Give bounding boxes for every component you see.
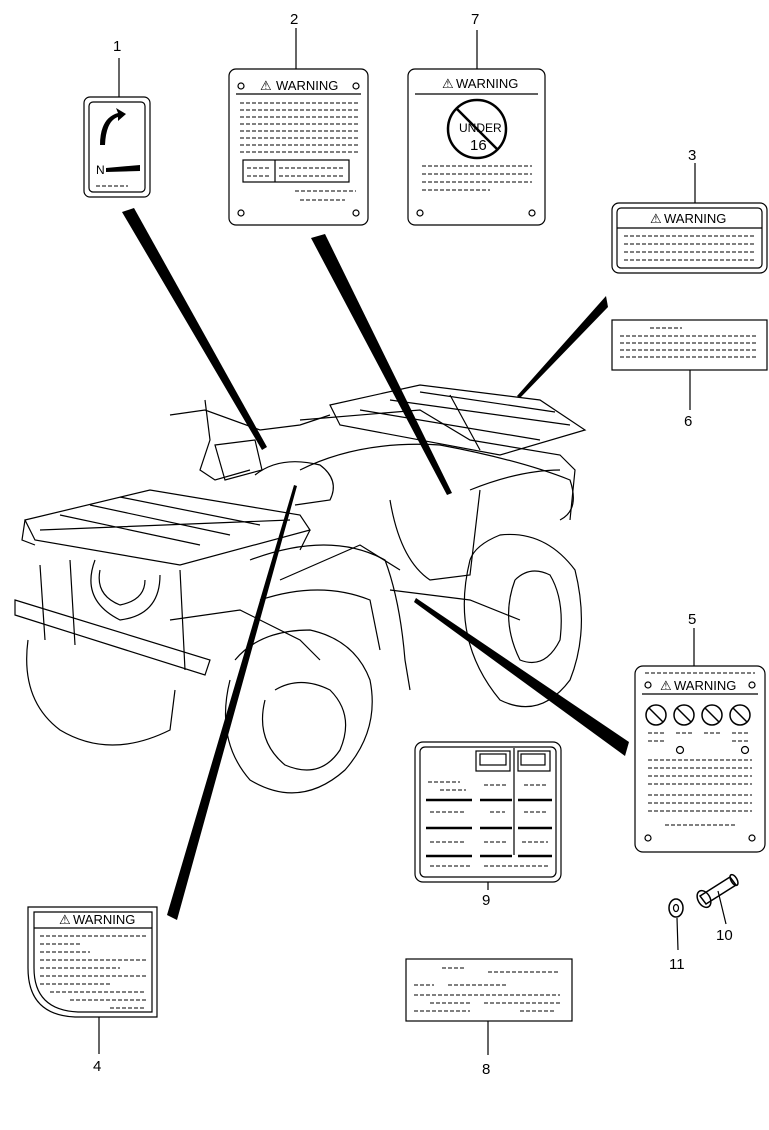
label-2-text-lines	[240, 102, 358, 153]
under-text: UNDER	[459, 121, 502, 135]
label-4-warning-title: WARNING	[73, 912, 135, 927]
atv-illustration	[14, 384, 587, 794]
label-5-warning-title: WARNING	[674, 678, 736, 693]
warning-icon: ⚠	[59, 912, 71, 927]
leader-1	[122, 208, 267, 450]
label-2-warning: ⚠ WARNING	[228, 28, 369, 226]
label-7-age-warning: ⚠ WARNING UNDER 16	[407, 30, 546, 226]
age-text: 16	[470, 137, 487, 154]
label-5-warning: ⚠ WARNING	[634, 628, 766, 853]
neutral-indicator: N	[96, 163, 105, 177]
label-3-warning-title: WARNING	[664, 211, 726, 226]
callout-7: 7	[471, 11, 479, 28]
callout-5: 5	[688, 611, 696, 628]
callout-8: 8	[482, 1061, 490, 1078]
leader-wedges	[122, 208, 629, 920]
callout-3: 3	[688, 147, 696, 164]
pictogram-icons	[645, 704, 751, 726]
label-4-warning: ⚠ WARNING	[27, 906, 158, 1054]
label-1-shift: N	[83, 58, 151, 198]
callout-2: 2	[290, 11, 298, 28]
label-2-warning-title: WARNING	[276, 78, 338, 93]
leader-4	[167, 485, 297, 920]
leader-2	[311, 234, 452, 495]
shift-arrow-icon	[100, 108, 126, 145]
callout-9: 9	[482, 892, 490, 909]
warning-icon: ⚠	[442, 76, 454, 91]
label-8-info	[405, 958, 573, 1055]
part-11-washer	[668, 898, 684, 951]
no-under-16-icon: UNDER 16	[446, 98, 508, 160]
label-3-warning: ⚠ WARNING	[611, 163, 768, 274]
callout-11: 11	[669, 956, 685, 973]
label-6-info	[611, 319, 768, 410]
callout-6: 6	[684, 413, 692, 430]
callout-4: 4	[93, 1058, 101, 1075]
label-9-spec	[414, 741, 562, 890]
warning-icon: ⚠	[650, 211, 662, 226]
callout-10: 10	[716, 927, 733, 944]
part-10-rivet	[696, 873, 739, 925]
label-7-warning-title: WARNING	[456, 76, 518, 91]
warning-icon: ⚠	[260, 78, 272, 93]
warning-icon: ⚠	[660, 678, 672, 693]
callout-1: 1	[113, 38, 121, 55]
leader-5	[414, 598, 629, 756]
leader-6	[517, 296, 608, 398]
